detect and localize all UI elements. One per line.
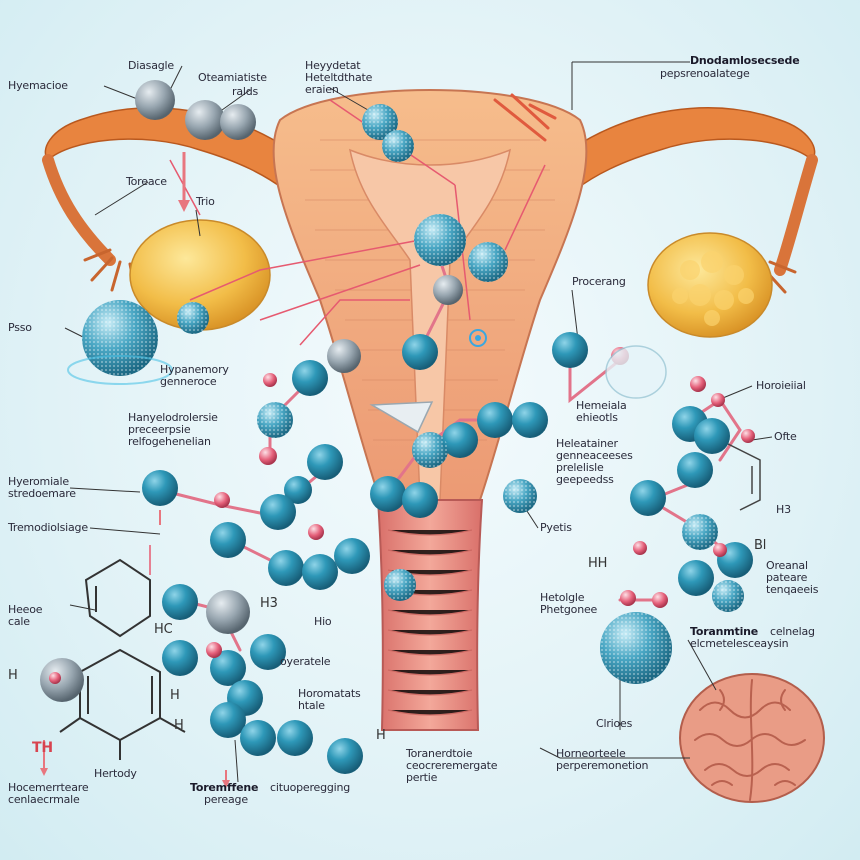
label-elcmeteleseasyoin: elcmetelesceaysin [690, 637, 789, 650]
label-h4: H [376, 728, 386, 743]
label-pyetis: Pyetis [540, 521, 572, 534]
label-psso: Psso [8, 321, 32, 334]
label-oyeratele: oyeratele [280, 655, 331, 668]
label-horomatats: Horomatats [298, 687, 361, 700]
label-preleiiste: prelelisle [556, 461, 604, 474]
label-h3b: H3 [260, 596, 278, 611]
label-clrioes: Clrioes [596, 717, 633, 730]
label-oreanal: Oreanal [766, 559, 808, 572]
label-geepeedss: geepeedss [556, 473, 614, 486]
label-hyeromiale: Hyeromiale [8, 475, 69, 488]
label-perperemonetion: perperemonetion [556, 759, 649, 772]
label-hc: HC [154, 622, 173, 637]
label-ceocremergate: ceocreremergate [406, 759, 498, 772]
label-toremffene: Toremffene [190, 781, 259, 794]
label-hio: Hio [314, 615, 332, 628]
label-genneroce: genneroce [160, 375, 217, 388]
label-relfogehenelian: relfogehenelian [128, 435, 211, 448]
label-hyemacioe: Hyemacioe [8, 79, 68, 92]
label-pereage: pereage [204, 793, 248, 806]
label-hertody: Hertody [94, 767, 137, 780]
label-cituoperegging: cituoperegging [270, 781, 351, 794]
brain-icon [679, 673, 825, 803]
label-h3: H3 [776, 503, 791, 516]
label-tremodiolsiage: Tremodiolsiage [8, 521, 88, 534]
label-pertie: pertie [406, 771, 438, 784]
label-toranntine: Toranmtine [690, 625, 759, 638]
label-ralds: ralds [232, 85, 259, 98]
label-oteamiatiste: Oteamiatiste [198, 71, 267, 84]
label-hh2: H [170, 688, 180, 703]
label-toreace: Toreace [126, 175, 167, 188]
label-phetgonee: Phetgonee [540, 603, 598, 616]
label-bl: Bl [754, 538, 767, 553]
label-ehieotls: ehieotls [576, 411, 618, 424]
label-htale: htale [298, 699, 325, 712]
label-celnelag: celnelag [770, 625, 815, 638]
label-hetetdthate: Heteltdthate [305, 71, 373, 84]
label-hocemerrteare: Hocemerrteare [8, 781, 89, 794]
label-heleatainer: Heleatainer [556, 437, 618, 450]
label-hypanemory: Hypanemory [160, 363, 229, 376]
label-patieare: pateare [766, 571, 808, 584]
label-h1: H [8, 668, 18, 683]
label-cenlaecrmale: cenlaecrmale [8, 793, 80, 806]
label-dnodamlosecsede: Dnodamlosecsede [690, 54, 800, 67]
molecule-chain [82, 104, 753, 774]
label-hemeiala: Hemeiala [576, 399, 627, 412]
label-precerepsie: preceerpsie [128, 423, 191, 436]
label-heeoe: Heeoe [8, 603, 43, 616]
label-horoieiial: Horoieiial [756, 379, 806, 392]
label-toranerdtoe: Toranerdtoie [406, 747, 473, 760]
label-h2: H [174, 718, 184, 733]
label-horneorteele: Horneorteele [556, 747, 626, 760]
label-hetolgle: Hetolgle [540, 591, 585, 604]
label-ofte: Ofte [774, 430, 797, 443]
label-tenqaeeis: tenqaeeis [766, 583, 819, 596]
label-procerang: Procerang [572, 275, 626, 288]
label-stredoemare: stredoemare [8, 487, 76, 500]
label-th: TH [32, 740, 53, 756]
label-genneaceeses: genneaceeses [556, 449, 633, 462]
label-hanyelodrolersie: Hanyelodrolersie [128, 411, 218, 424]
label-pepsrenoalatege: pepsrenoalatege [660, 67, 750, 80]
label-hh: HH [588, 556, 608, 571]
label-cale: cale [8, 615, 30, 628]
label-heyydetat: Heyydetat [305, 59, 361, 72]
label-trio: Trio [196, 195, 215, 208]
label-ereien: eraien [305, 83, 339, 96]
label-diasagle: Diasagle [128, 59, 174, 72]
